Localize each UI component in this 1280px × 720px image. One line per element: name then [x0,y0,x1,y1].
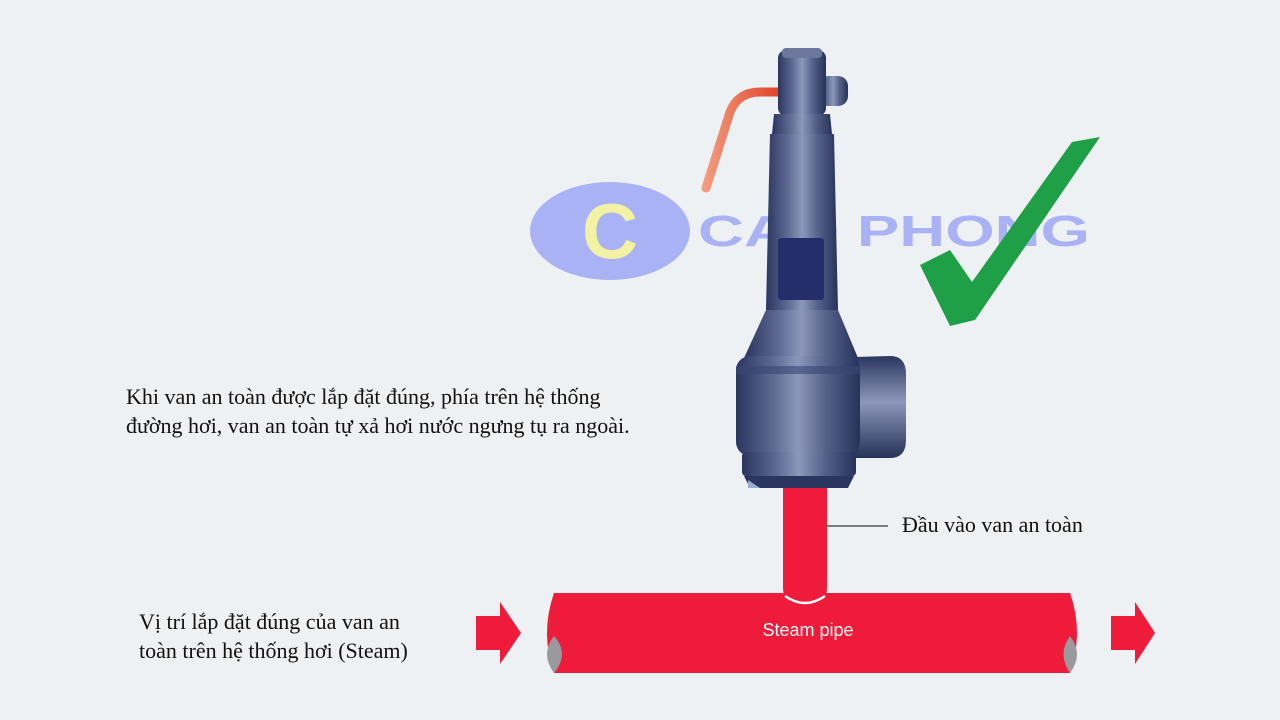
steam-pipe-label: Steam pipe [762,620,853,640]
flow-arrow-icon-left [476,602,521,664]
safety-valve-icon [701,48,906,488]
position-label-line-2: toàn trên hệ thống hơi (Steam) [139,638,408,663]
watermark-letter: C [582,187,638,275]
steam-pipe: Steam pipe [547,593,1077,673]
flow-arrow-icon-right [1111,602,1155,664]
description-text: Khi van an toàn được lắp đặt đúng, phía … [126,382,726,440]
position-label: Vị trí lắp đặt đúng của van an toàn trên … [139,607,479,665]
position-label-line-1: Vị trí lắp đặt đúng của van an [139,609,400,634]
description-line-2: đường hơi, van an toàn tự xả hơi nước ng… [126,413,630,438]
description-line-1: Khi van an toàn được lắp đặt đúng, phía … [126,384,601,409]
check-mark-icon [920,137,1100,326]
inlet-pipe [783,485,827,605]
inlet-label: Đầu vào van an toàn [902,512,1083,537]
